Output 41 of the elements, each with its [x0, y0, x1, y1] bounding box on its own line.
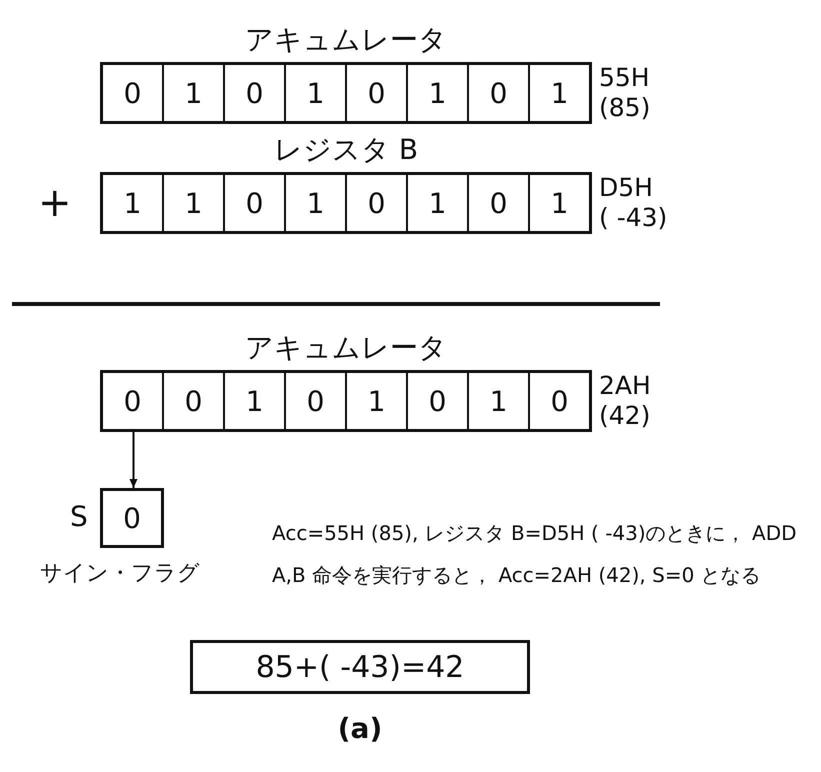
- plus-sign: +: [38, 183, 72, 223]
- bit-cell: 1: [225, 373, 286, 429]
- register-value: ( -43): [599, 203, 668, 233]
- bit-cell: 0: [286, 373, 347, 429]
- bit-cell: 1: [286, 65, 347, 121]
- bit-cell: 0: [347, 175, 408, 231]
- register-value: D5H: [599, 173, 654, 203]
- bit-cell: 1: [164, 175, 225, 231]
- flag-box: 0: [100, 488, 164, 548]
- bit-cell: 1: [286, 175, 347, 231]
- bit-cell: 1: [103, 175, 164, 231]
- bit-cell: 0: [103, 65, 164, 121]
- bit-cell: 1: [347, 373, 408, 429]
- bit-cell: 0: [408, 373, 469, 429]
- figure-caption: (a): [336, 712, 384, 745]
- bit-cell: 0: [164, 373, 225, 429]
- bit-cell: 0: [347, 65, 408, 121]
- bit-cell: 0: [469, 175, 530, 231]
- bit-cell: 1: [408, 175, 469, 231]
- bit-cell: 0: [530, 373, 589, 429]
- bit-cell: 1: [408, 65, 469, 121]
- bit-cell: 1: [469, 373, 530, 429]
- explanation-text: Acc=55H (85), レジスタ B=D5H ( -43)のときに， ADD A,B 命令を実行すると， Acc=2AH (42), S=0 となる: [272, 520, 798, 589]
- register-value: 55H: [599, 63, 650, 93]
- flag-letter: S: [70, 500, 88, 533]
- bit-cell: 0: [225, 65, 286, 121]
- register-name: アキュムレータ: [244, 22, 448, 58]
- flag-name: サイン・フラグ: [40, 560, 200, 588]
- bit-cell: 0: [469, 65, 530, 121]
- register-name: レジスタ B: [272, 132, 420, 168]
- register-value: (42): [599, 401, 651, 431]
- bit-cell: 1: [164, 65, 225, 121]
- register-value: (85): [599, 93, 650, 123]
- equation-box: 85+( -43)=42: [190, 640, 530, 694]
- register-value: 2AH: [599, 371, 651, 401]
- register-name: アキュムレータ: [244, 330, 448, 366]
- bit-cell: 1: [530, 175, 589, 231]
- arrow: [130, 429, 138, 488]
- bit-cell: 0: [225, 175, 286, 231]
- bit-cell: 0: [103, 373, 164, 429]
- bit-cell: 1: [530, 65, 589, 121]
